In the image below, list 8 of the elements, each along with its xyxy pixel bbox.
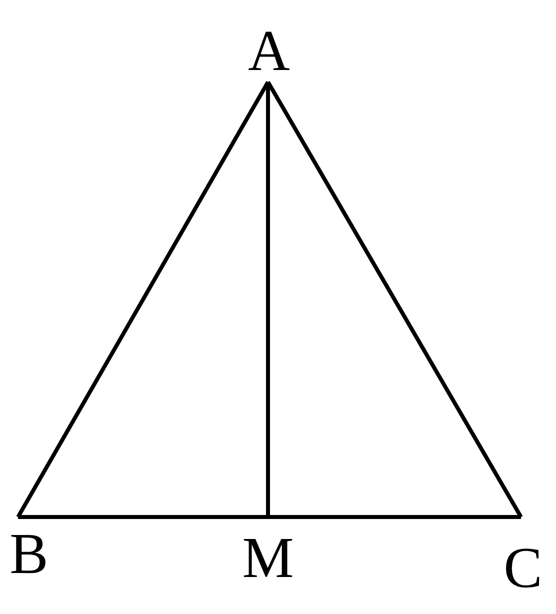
vertex-label: M <box>236 517 300 583</box>
line-segment <box>266 81 523 518</box>
line-segment <box>16 81 270 518</box>
vertex-label: C <box>498 517 548 595</box>
line-segment <box>18 515 268 519</box>
vertex-label: A <box>240 22 298 82</box>
line-segment <box>268 515 521 519</box>
vertex-label: B <box>6 517 52 579</box>
